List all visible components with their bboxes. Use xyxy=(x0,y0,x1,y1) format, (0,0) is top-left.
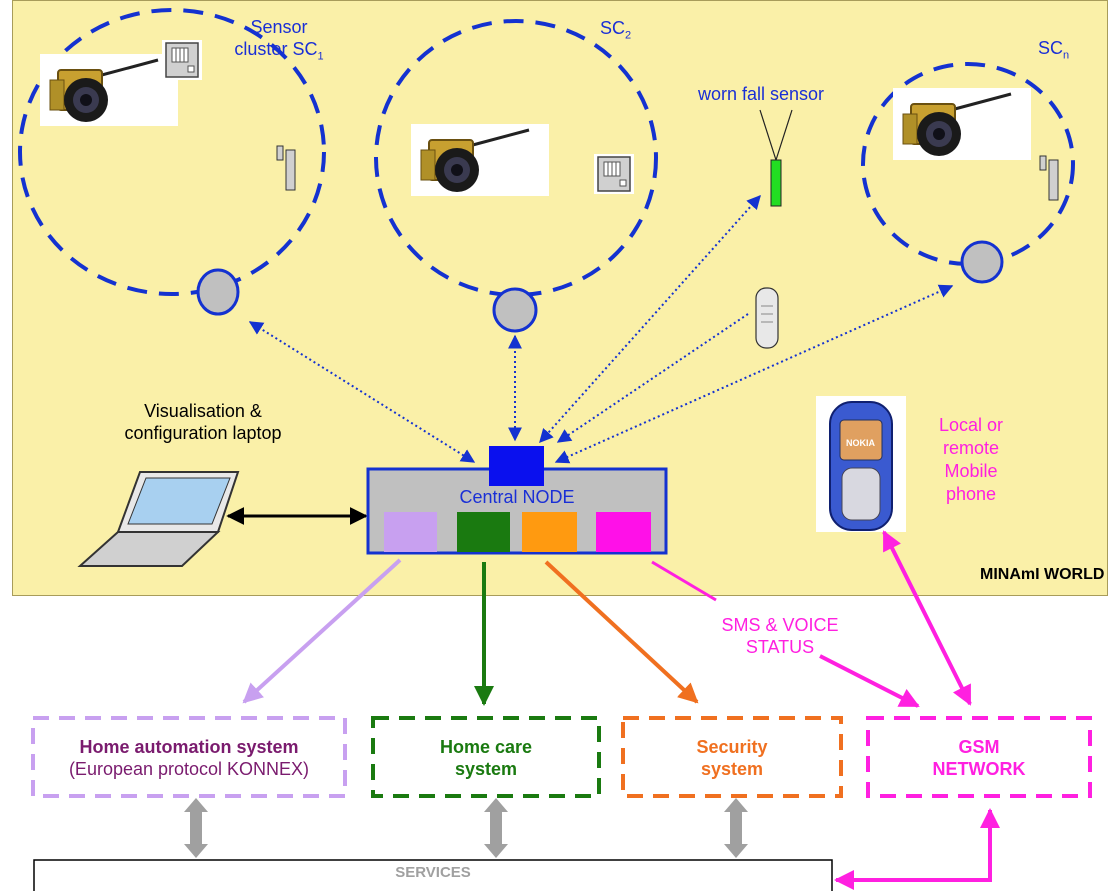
sms-voice-status-label: SMS & VOICE STATUS xyxy=(721,615,839,657)
link-home-automation xyxy=(242,558,402,704)
pir-sensor-scn-icon xyxy=(1039,155,1059,201)
camera-scn-icon xyxy=(891,86,1033,162)
cluster-sc2-boundary xyxy=(374,19,658,297)
gsm-box xyxy=(866,716,1092,798)
worn-fall-sensor-icon xyxy=(759,109,793,207)
home-care-label: Home care system xyxy=(439,737,533,779)
cluster-node-sc1 xyxy=(196,268,240,316)
minami-world-label: MINAmI WORLD xyxy=(980,566,1105,583)
link-scn xyxy=(554,284,954,464)
gray-arrow-home-care xyxy=(484,798,508,858)
link-tube-sensor xyxy=(556,313,749,443)
cluster-scn-label: SCn xyxy=(1038,38,1070,62)
port-orange xyxy=(522,512,577,552)
link-security xyxy=(544,560,699,704)
tube-sensor-icon xyxy=(755,287,779,349)
phone-label: Local or remote Mobile phone xyxy=(938,415,1004,504)
gray-arrow-security xyxy=(724,798,748,858)
home-care-box xyxy=(371,716,601,798)
cluster-sc2-label: SC2 xyxy=(600,18,632,42)
port-magenta xyxy=(596,512,651,552)
fall-sensor-label: worn fall sensor xyxy=(698,84,825,104)
home-automation-label: Home automation system (European protoco… xyxy=(68,737,310,779)
security-label: Security system xyxy=(696,737,768,779)
door-sensor-sc1-icon xyxy=(161,39,203,81)
central-node-radio xyxy=(489,446,544,486)
link-gsm-services xyxy=(834,808,1000,890)
central-node-label: Central NODE xyxy=(459,487,575,507)
port-lilac xyxy=(384,512,437,552)
services-box xyxy=(33,859,833,891)
services-label: SERVICES xyxy=(395,864,471,881)
camera-sc2-icon xyxy=(409,122,551,198)
link-sc1 xyxy=(248,321,476,463)
laptop-label: Visualisation & configuration laptop xyxy=(124,401,282,443)
security-box xyxy=(621,716,843,798)
port-green xyxy=(457,512,510,552)
cluster-sc1-label: Sensor cluster SC1 xyxy=(234,17,324,63)
link-phone-gsm xyxy=(882,530,972,706)
gray-arrow-home-automation xyxy=(184,798,208,858)
link-gsm-status xyxy=(819,654,920,708)
cluster-sc1-boundary xyxy=(18,8,326,296)
mobile-phone-icon xyxy=(816,396,906,532)
cluster-node-sc2 xyxy=(492,287,538,333)
laptop-icon xyxy=(77,471,240,567)
phone-brand-label: NOKIA xyxy=(846,438,875,448)
home-automation-box xyxy=(31,716,347,798)
door-sensor-sc2-icon xyxy=(593,153,635,195)
link-fall-sensor xyxy=(539,194,761,444)
pir-sensor-sc1-icon xyxy=(276,145,296,191)
gsm-label: GSM NETWORK xyxy=(932,737,1026,779)
link-sms xyxy=(651,560,717,602)
cluster-node-scn xyxy=(960,240,1004,284)
camera-sc1-icon xyxy=(38,52,180,128)
